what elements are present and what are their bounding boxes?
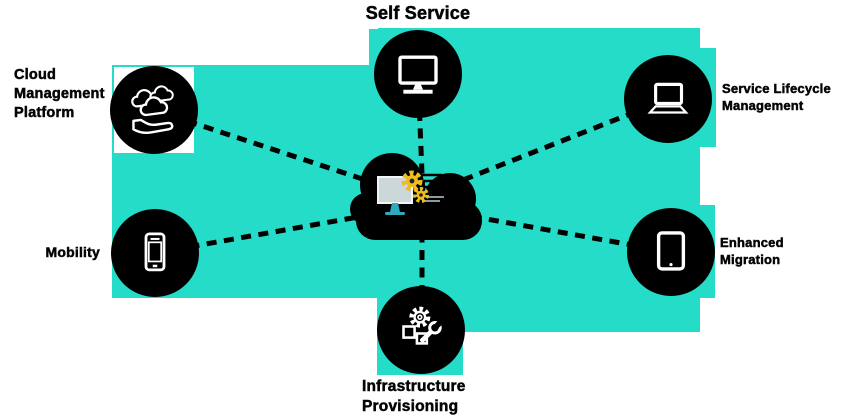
node-enhanced-migration: [627, 208, 715, 296]
label-infrastructure-provisioning: Infrastructure Provisioning: [362, 377, 466, 416]
label-line: Provisioning: [362, 397, 459, 415]
label-line: Infrastructure: [362, 378, 466, 395]
node-infrastructure-provisioning: [377, 286, 465, 374]
label-line: Self Service: [365, 3, 471, 24]
label-line: Platform: [14, 105, 75, 122]
label-mobility: Mobility: [26, 243, 100, 261]
connector-mobility: [154, 203, 421, 256]
label-line: Enhanced: [720, 235, 784, 251]
label-line: Migration: [720, 252, 781, 268]
cloud-automation-hub: [350, 153, 482, 240]
node-service-lifecycle-management: [624, 55, 712, 143]
label-enhanced-migration: Enhanced Migration: [720, 234, 784, 268]
label-line: Service Lifecycle: [722, 81, 831, 97]
tablet-icon: [656, 231, 686, 271]
desktop-monitor-icon: [398, 55, 438, 94]
label-self-service: Self Service: [300, 3, 536, 24]
clouds-in-hand-icon: [131, 85, 174, 135]
node-self-service: [374, 30, 462, 118]
smartphone-icon: [144, 232, 166, 272]
label-service-lifecycle-management: Service Lifecycle Management: [722, 80, 831, 114]
label-line: Cloud: [14, 67, 57, 84]
laptop-icon: [647, 82, 689, 114]
node-mobility: [111, 209, 199, 297]
gears-and-wrench-icon: [402, 306, 443, 345]
label-line: Mobility: [45, 244, 100, 261]
label-line: Management: [722, 98, 804, 114]
monitor-with-gears-icon: [377, 170, 446, 215]
label-cloud-management-platform: Cloud Management Platform: [14, 66, 105, 123]
label-line: Management: [14, 86, 105, 103]
node-cloud-management-platform: [110, 66, 198, 154]
